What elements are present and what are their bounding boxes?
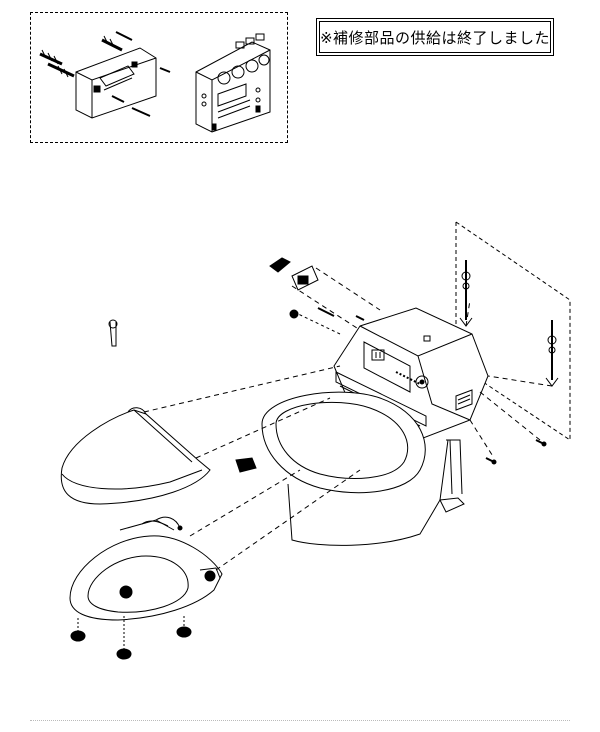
fixing-bolts <box>486 440 546 464</box>
inset-detail-box <box>30 12 288 143</box>
wall-panel-outline <box>456 222 570 440</box>
wall-bracket-assembly <box>40 32 170 118</box>
assembly-guide-lines <box>144 268 552 570</box>
seat-key-part <box>109 320 117 346</box>
toilet-bowl <box>236 392 464 545</box>
control-panel-part <box>196 34 270 132</box>
toilet-seat <box>70 517 222 620</box>
toilet-lid <box>61 408 210 504</box>
seat-bumper-feet <box>71 616 191 659</box>
cable-clip-part <box>270 258 318 290</box>
screw-bolt-upper <box>290 308 364 334</box>
wall-bolt-upper <box>460 260 472 326</box>
footer-divider <box>30 720 570 721</box>
discontinued-notice: ※補修部品の供給は終了しました <box>316 18 554 56</box>
wall-bolt-lower <box>546 320 558 386</box>
discontinued-notice-text: ※補修部品の供給は終了しました <box>319 21 551 53</box>
